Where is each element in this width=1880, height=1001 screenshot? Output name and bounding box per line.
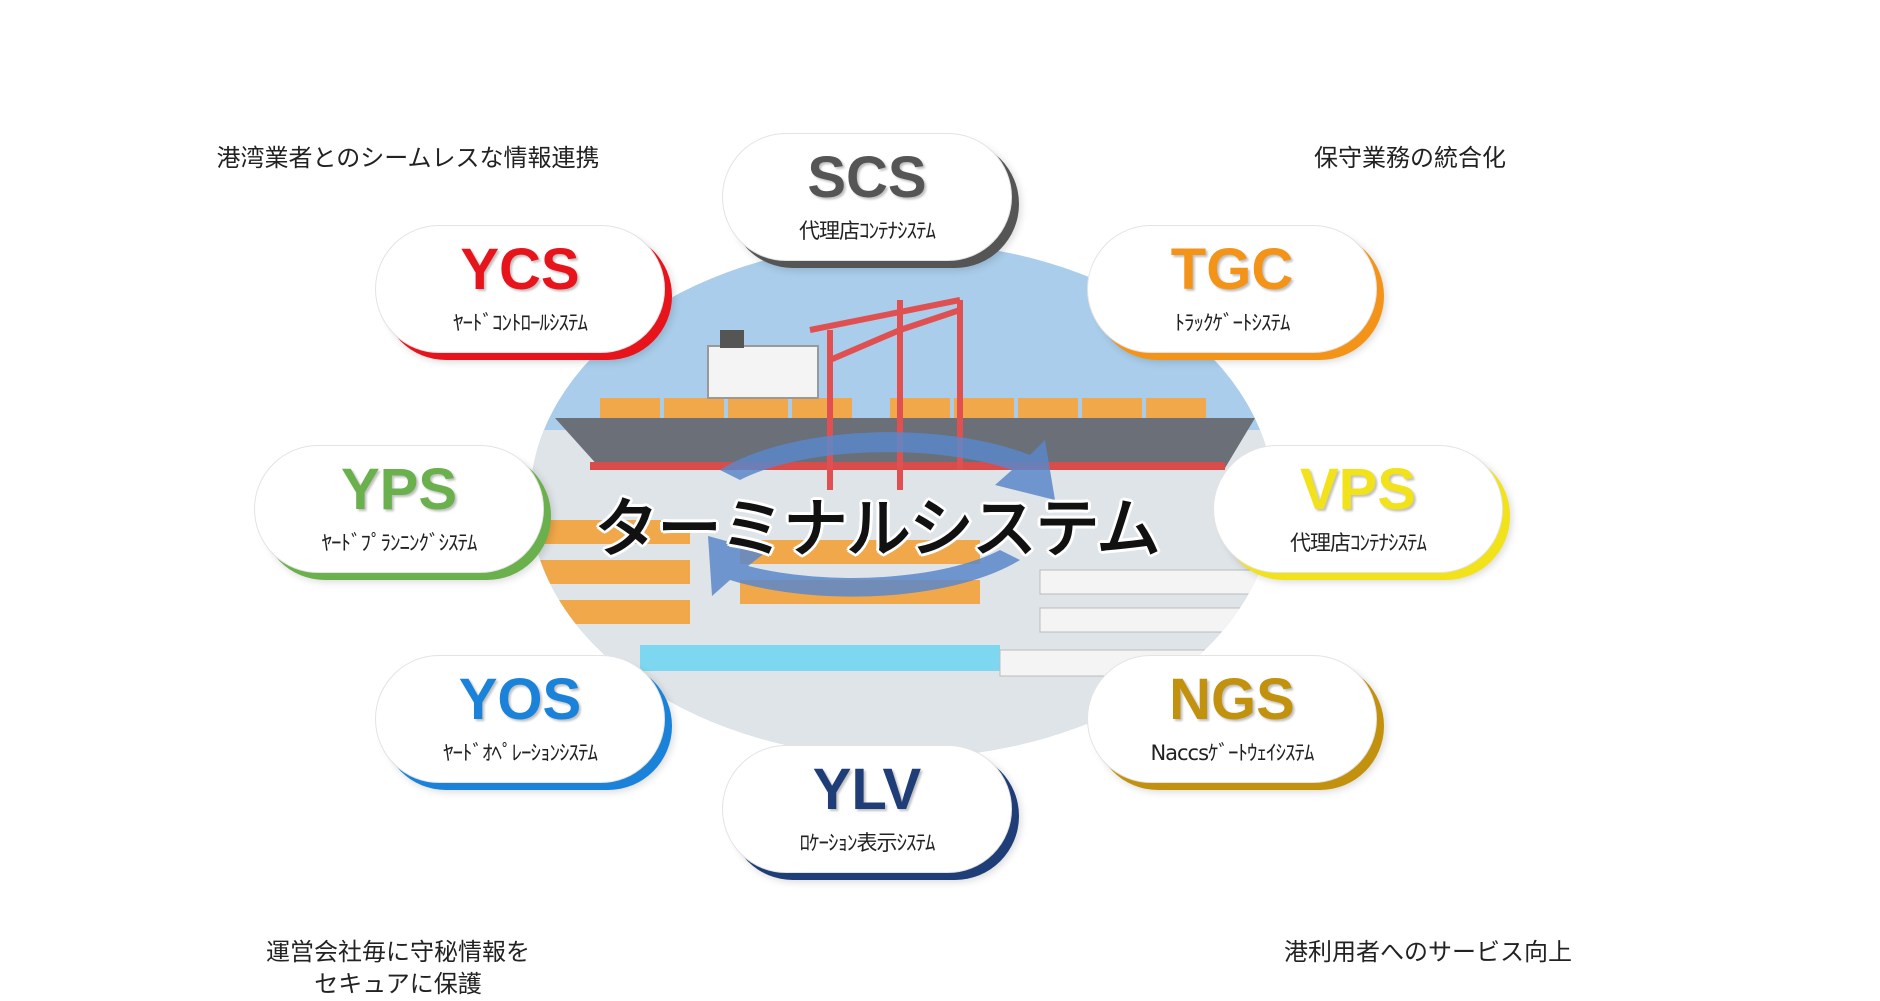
system-code: SCS xyxy=(807,145,927,210)
system-code: YPS xyxy=(340,457,458,522)
integrate-title: Integrate xyxy=(1198,43,1640,143)
service-title: Service xyxy=(1254,833,1604,933)
system-name: 代理店ｺﾝﾃﾅｼｽﾃﾑ xyxy=(1290,531,1427,555)
ship-bridge xyxy=(707,345,819,399)
corner-service: Service 港利用者へのサービス向上 xyxy=(1238,833,1618,968)
system-pill-scs: SCS 代理店ｺﾝﾃﾅｼｽﾃﾑ xyxy=(722,133,1012,261)
ship-funnel xyxy=(720,330,744,348)
system-name: Naccsｹﾞｰﾄｳｪｲｼｽﾃﾑ xyxy=(1150,741,1314,765)
system-code: YCS xyxy=(460,237,580,302)
center-label: ターミナルシステム xyxy=(594,493,1160,567)
security-title: Security xyxy=(206,833,598,933)
system-code: YLV xyxy=(812,757,922,822)
integrate-subtitle: 保守業務の統合化 xyxy=(1314,144,1506,172)
corner-seamless: Seamless 港湾業者とのシームレスな情報連携 xyxy=(168,43,648,174)
corner-security: Security 運営会社毎に守秘情報を セキュアに保護 xyxy=(206,833,598,1001)
system-pill-yps: YPS ﾔｰﾄﾞﾌﾟﾗﾝﾆﾝｸﾞｼｽﾃﾑ xyxy=(254,445,544,573)
system-code: TGC xyxy=(1170,237,1294,302)
security-subtitle-line1: 運営会社毎に守秘情報を xyxy=(266,938,530,966)
ship-deck-stripe xyxy=(590,462,1225,470)
cycle-arrows xyxy=(708,432,1055,597)
system-pill-tgc: TGC ﾄﾗｯｸｹﾞｰﾄｼｽﾃﾑ xyxy=(1087,225,1377,353)
seamless-title: Seamless xyxy=(185,43,633,143)
system-name: ﾔｰﾄﾞﾌﾟﾗﾝﾆﾝｸﾞｼｽﾃﾑ xyxy=(321,531,478,555)
system-pill-ngs: NGS Naccsｹﾞｰﾄｳｪｲｼｽﾃﾑ xyxy=(1087,655,1377,783)
system-code: VPS xyxy=(1299,457,1417,522)
system-code: YOS xyxy=(458,667,582,732)
corner-integrate: Integrate 保守業務の統合化 xyxy=(1198,43,1640,174)
security-subtitle-line2: セキュアに保護 xyxy=(314,970,482,999)
system-pill-yos: YOS ﾔｰﾄﾞｵﾍﾟﾚｰｼｮﾝｼｽﾃﾑ xyxy=(375,655,665,783)
ship-containers xyxy=(600,398,1206,418)
seamless-subtitle: 港湾業者とのシームレスな情報連携 xyxy=(216,144,600,172)
system-code: NGS xyxy=(1169,667,1295,732)
system-pill-ylv: YLV ﾛｹｰｼｮﾝ表示ｼｽﾃﾑ xyxy=(722,745,1012,873)
system-pill-ycs: YCS ﾔｰﾄﾞｺﾝﾄﾛｰﾙｼｽﾃﾑ xyxy=(375,225,665,353)
system-name: ﾔｰﾄﾞｺﾝﾄﾛｰﾙｼｽﾃﾑ xyxy=(453,311,588,335)
system-name: ﾄﾗｯｸｹﾞｰﾄｼｽﾃﾑ xyxy=(1174,311,1291,335)
system-name: ﾛｹｰｼｮﾝ表示ｼｽﾃﾑ xyxy=(799,831,936,855)
service-subtitle: 港利用者へのサービス向上 xyxy=(1284,938,1572,966)
system-pill-vps: VPS 代理店ｺﾝﾃﾅｼｽﾃﾑ xyxy=(1213,445,1503,573)
system-name: ﾔｰﾄﾞｵﾍﾟﾚｰｼｮﾝｼｽﾃﾑ xyxy=(443,741,598,765)
system-name: 代理店ｺﾝﾃﾅｼｽﾃﾑ xyxy=(799,219,936,243)
yard-ground xyxy=(530,430,1274,758)
